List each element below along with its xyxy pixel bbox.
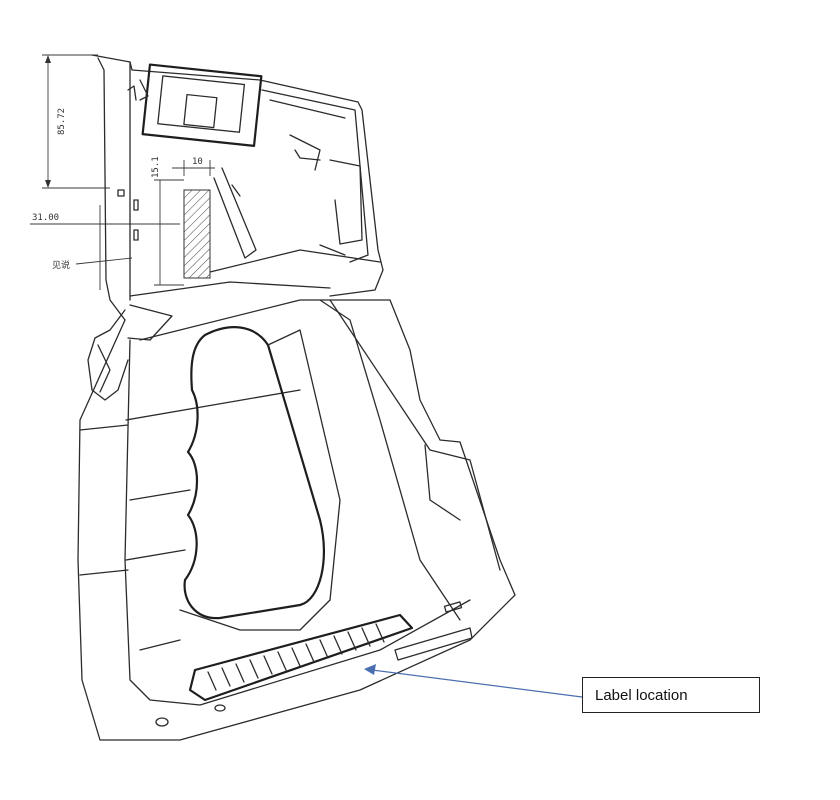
device-lower-body: [77, 299, 516, 741]
callout-arrow: [364, 664, 583, 698]
offset-dimension-label: 31.00: [32, 213, 59, 223]
side-clip: [87, 304, 173, 401]
width-dimension: 10: [172, 157, 215, 176]
label-location-callout: Label location: [582, 677, 760, 713]
leader-note-label: 见说: [52, 259, 70, 271]
vent-grille: [188, 613, 414, 702]
small-height-dimension: 15.1: [151, 156, 184, 286]
label-location-text: Label location: [595, 686, 688, 704]
leader-note: 见说: [52, 257, 133, 271]
width-dimension-label: 10: [192, 157, 203, 167]
device-upper-body: [91, 54, 384, 321]
trigger-block: [141, 63, 263, 147]
hatched-label-area: [183, 189, 211, 279]
small-height-dimension-label: 15.1: [151, 156, 161, 178]
height-dimension-label: 85.72: [57, 108, 67, 135]
height-dimension: 85.72: [42, 54, 110, 189]
grip-cutout: [183, 326, 326, 620]
